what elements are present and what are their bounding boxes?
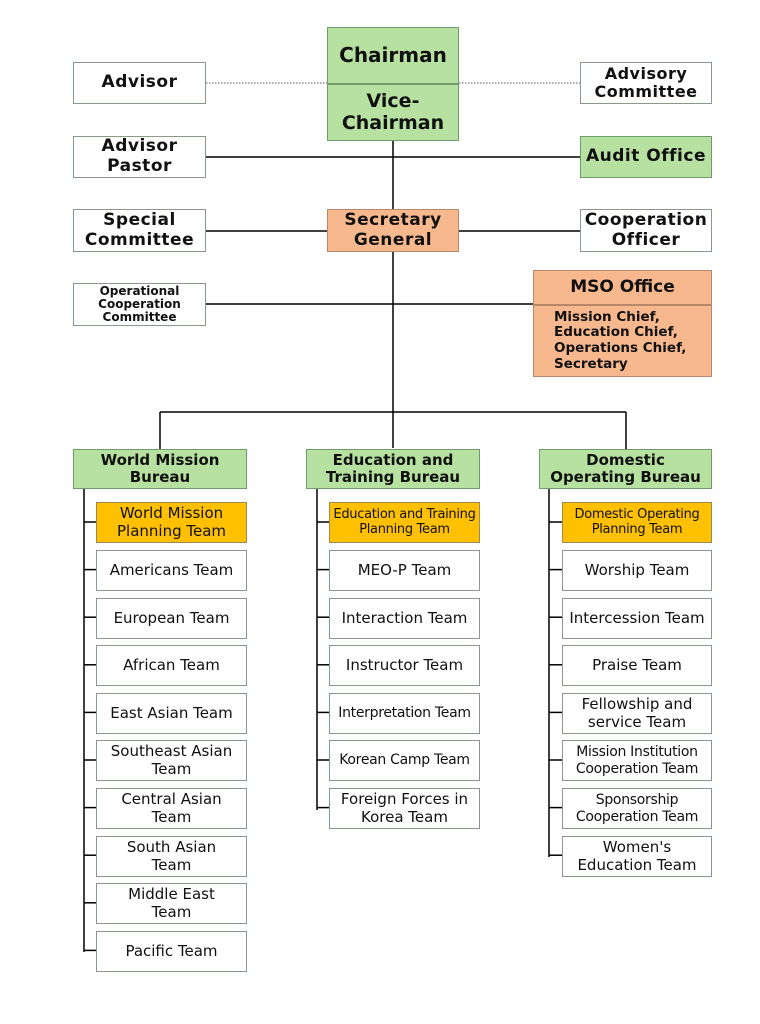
- team-box: Women's Education Team: [562, 836, 712, 877]
- team-box: Mission Institution Cooperation Team: [562, 740, 712, 781]
- team-box: Central Asian Team: [96, 788, 247, 829]
- team-box: Korean Camp Team: [329, 740, 480, 781]
- advisor-pastor-box: Advisor Pastor: [73, 136, 206, 178]
- team-box: Middle East Team: [96, 883, 247, 924]
- vice-chairman-box: Vice- Chairman: [327, 84, 459, 141]
- team-box: Sponsorship Cooperation Team: [562, 788, 712, 829]
- bureau-education-training: Education and Training Bureau: [306, 449, 480, 489]
- bureau-domestic-operating: Domestic Operating Bureau: [539, 449, 712, 489]
- team-box: Intercession Team: [562, 598, 712, 639]
- team-box: Worship Team: [562, 550, 712, 591]
- team-box: South Asian Team: [96, 836, 247, 877]
- special-committee-box: Special Committee: [73, 209, 206, 252]
- advisory-committee-box: Advisory Committee: [580, 62, 712, 104]
- bureau-world-mission: World Mission Bureau: [73, 449, 247, 489]
- team-box: European Team: [96, 598, 247, 639]
- team-box: MEO-P Team: [329, 550, 480, 591]
- mso-office-title: MSO Office: [533, 270, 712, 305]
- planning-team-domestic-operating: Domestic Operating Planning Team: [562, 502, 712, 543]
- team-box: Instructor Team: [329, 645, 480, 686]
- planning-team-world-mission: World Mission Planning Team: [96, 502, 247, 543]
- cooperation-officer-box: Cooperation Officer: [580, 209, 712, 252]
- team-box: East Asian Team: [96, 693, 247, 734]
- team-box: Interaction Team: [329, 598, 480, 639]
- planning-team-education-training: Education and Training Planning Team: [329, 502, 480, 543]
- team-box: Pacific Team: [96, 931, 247, 972]
- team-box: Praise Team: [562, 645, 712, 686]
- team-box: Foreign Forces in Korea Team: [329, 788, 480, 829]
- chairman-box: Chairman: [327, 27, 459, 84]
- team-box: Fellowship and service Team: [562, 693, 712, 734]
- team-box: Southeast Asian Team: [96, 740, 247, 781]
- team-box: African Team: [96, 645, 247, 686]
- team-box: Americans Team: [96, 550, 247, 591]
- secretary-general-box: Secretary General: [327, 209, 459, 252]
- advisor-box: Advisor: [73, 62, 206, 104]
- team-box: Interpretation Team: [329, 693, 480, 734]
- mso-office-members: Mission Chief, Education Chief, Operatio…: [533, 305, 712, 377]
- operational-cooperation-committee-box: Operational Cooperation Committee: [73, 283, 206, 326]
- audit-office-box: Audit Office: [580, 136, 712, 178]
- team-tick-marks: [84, 521, 562, 952]
